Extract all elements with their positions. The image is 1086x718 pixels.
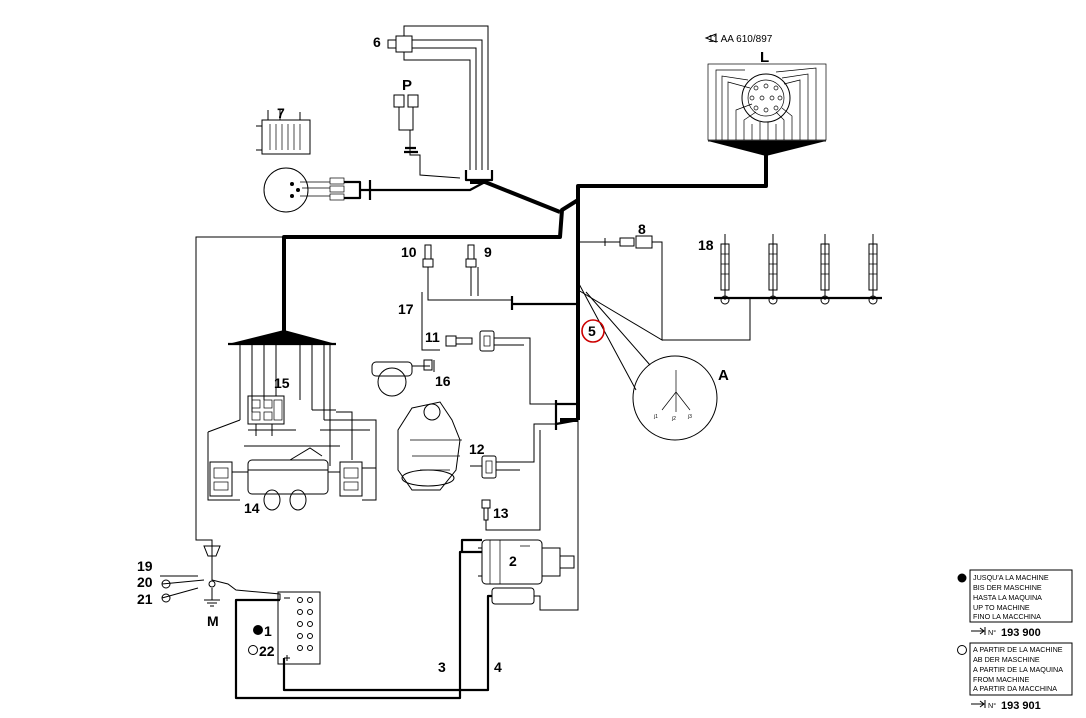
component-M: M xyxy=(204,556,281,629)
label-4: 4 xyxy=(494,659,502,675)
label-P: P xyxy=(402,77,412,94)
label-16: 16 xyxy=(435,373,451,389)
components-19-20-21: 19 20 21 xyxy=(137,558,205,607)
component-17: 17 xyxy=(398,292,440,351)
label-22: 22 xyxy=(259,643,275,659)
branch-11-12 xyxy=(554,400,579,430)
component-engine-block xyxy=(397,401,462,491)
component-battery: 1 22 xyxy=(248,591,321,665)
label-A: A xyxy=(718,367,729,384)
legend-until-line-2: BIS DER MASCHINE xyxy=(973,583,1042,592)
connector-label: 11 AA 610/897 xyxy=(708,34,773,45)
legend-from: A PARTIR DE LA MACHINE AB DER MASCHINE A… xyxy=(957,642,1073,712)
label-9: 9 xyxy=(484,244,492,260)
label-8: 8 xyxy=(638,221,646,237)
legend-until-prefix: N° xyxy=(988,628,996,637)
arrow-right-icon xyxy=(971,627,986,635)
label-7: 7 xyxy=(277,105,285,121)
connector-L: 11 AA 610/897 L xyxy=(704,33,827,156)
component-10: 10 xyxy=(401,244,512,301)
component-15-harness xyxy=(228,330,336,466)
svg-text:j2: j2 xyxy=(671,416,676,422)
component-2: 2 xyxy=(460,420,579,611)
label-2: 2 xyxy=(509,553,517,569)
legend-until-line-5: FINO LA MACCHINA xyxy=(973,612,1041,621)
component-18: 18 xyxy=(662,234,882,341)
component-6: 6 xyxy=(373,25,494,182)
legend-from-number: 193 901 xyxy=(1001,700,1041,712)
legend-from-line-1: A PARTIR DE LA MACHINE xyxy=(973,645,1063,654)
legend-until: JUSQU'A LA MACHINE BIS DER MASCHINE HAST… xyxy=(957,569,1073,639)
component-9: 9 xyxy=(465,244,492,296)
component-16: 16 xyxy=(371,359,451,397)
legend-from-line-2: AB DER MASCHINE xyxy=(973,655,1040,664)
label-10: 10 xyxy=(401,244,417,260)
label-18: 18 xyxy=(698,237,714,253)
component-11: 11 xyxy=(425,329,556,405)
filled-circle-icon xyxy=(957,573,967,583)
component-13: 13 xyxy=(481,430,541,531)
label-12: 12 xyxy=(469,441,485,457)
legend-from-line-3: A PARTIR DE LA MAQUINA xyxy=(973,665,1063,674)
svg-text:j3: j3 xyxy=(687,414,692,420)
legend-until-line-1: JUSQU'A LA MACHINE xyxy=(973,573,1049,582)
label-20: 20 xyxy=(137,574,153,590)
label-19: 19 xyxy=(137,558,153,574)
legend-from-line-4: FROM MACHINE xyxy=(973,675,1030,684)
label-3: 3 xyxy=(438,659,446,675)
label-17: 17 xyxy=(398,301,414,317)
cables-3-4: 3 4 xyxy=(234,550,502,700)
label-1: 1 xyxy=(264,623,272,639)
ground-wire xyxy=(195,236,284,557)
component-12: 12 xyxy=(469,423,556,479)
label-14: 14 xyxy=(244,500,260,516)
legend-until-line-3: HASTA LA MAQUINA xyxy=(973,593,1042,602)
label-6: 6 xyxy=(373,34,381,50)
label-13: 13 xyxy=(493,505,509,521)
svg-text:j1: j1 xyxy=(653,414,658,420)
legend-from-prefix: N° xyxy=(988,701,996,710)
main-harness xyxy=(282,152,768,422)
arrow-right-icon xyxy=(971,700,986,708)
label-M: M xyxy=(207,613,219,629)
legend-until-line-4: UP TO MACHINE xyxy=(973,603,1030,612)
label-L: L xyxy=(760,49,769,66)
branch-9-10 xyxy=(510,296,578,310)
legend-until-number: 193 900 xyxy=(1001,627,1041,639)
detail-A: j1 j2 j3 A xyxy=(577,281,729,441)
label-5: 5 xyxy=(588,323,596,339)
empty-circle-icon xyxy=(957,645,967,655)
label-15: 15 xyxy=(274,375,290,391)
legend-from-line-5: A PARTIR DA MACCHINA xyxy=(973,684,1057,693)
component-14: 14 xyxy=(207,409,377,516)
component-5: 5 xyxy=(581,319,605,343)
highlight-circle xyxy=(581,319,605,343)
component-15: 15 xyxy=(247,375,296,436)
arrow-left-icon xyxy=(704,33,717,43)
component-8: 8 xyxy=(577,221,663,341)
component-P: P xyxy=(393,77,461,179)
label-21: 21 xyxy=(137,591,153,607)
component-7: 7 xyxy=(256,105,486,213)
label-11: 11 xyxy=(425,329,440,345)
